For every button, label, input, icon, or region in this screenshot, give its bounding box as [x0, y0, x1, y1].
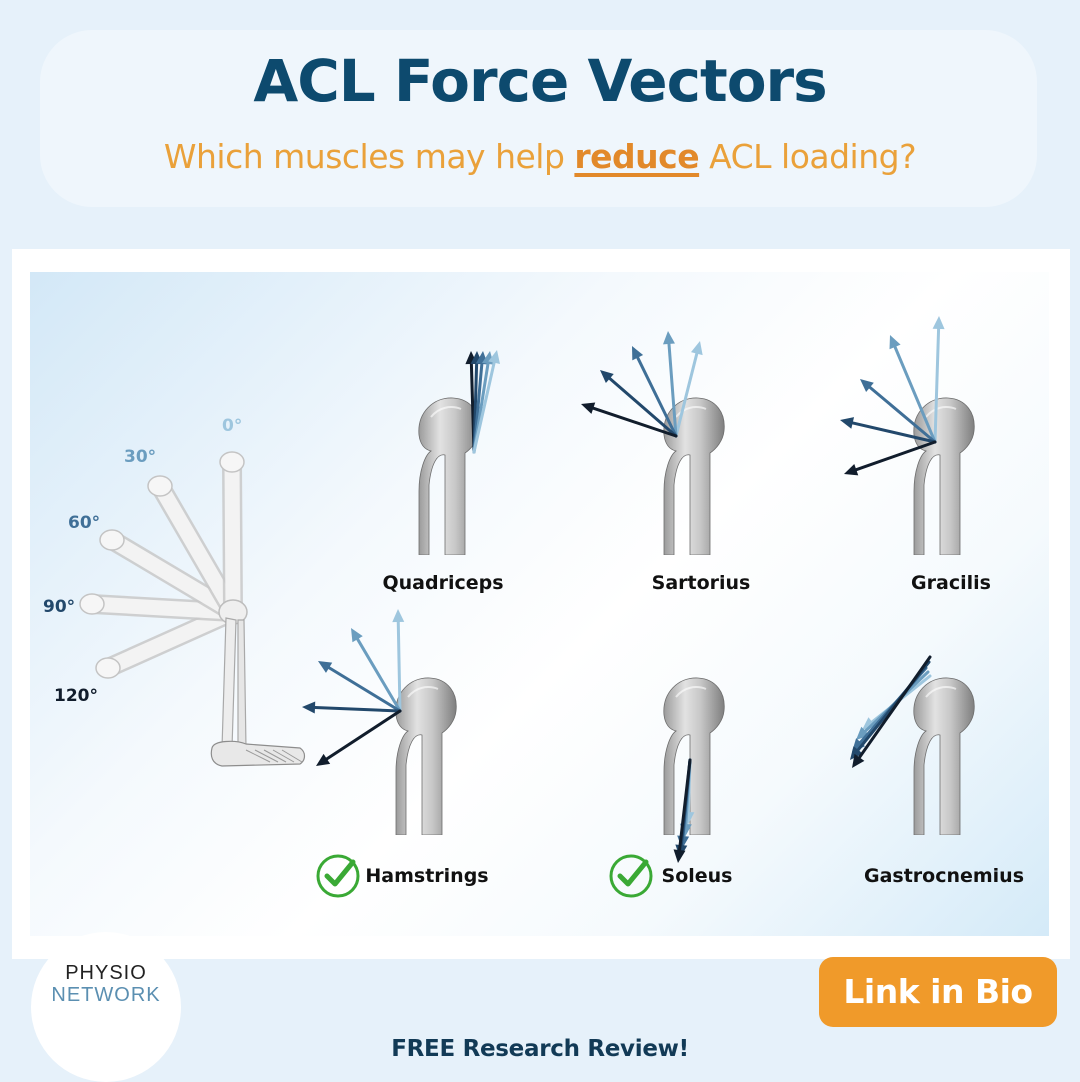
force-vector-arrow [581, 402, 678, 438]
femur-position-1 [147, 475, 243, 622]
force-vector-arrow [318, 661, 402, 713]
brand-logo: PHYSIO NETWORK [31, 932, 181, 1082]
angle-label-90: 90° [43, 597, 76, 617]
knee-bone-icon [662, 676, 726, 835]
leg-flexion-illustration [79, 451, 306, 767]
knee-bone-icon [912, 396, 976, 555]
muscle-vector-group [302, 609, 458, 835]
angle-label-30: 30° [124, 447, 157, 467]
force-vector-arrow [472, 350, 500, 454]
femur-position-2 [99, 529, 243, 622]
force-vector-arrow [600, 370, 678, 438]
muscle-label-soleus: Soleus [661, 865, 733, 887]
knee-bone-icon [912, 676, 976, 835]
subtitle-emphasis: reduce [574, 137, 700, 176]
muscle-label-sartorius: Sartorius [651, 572, 751, 594]
muscle-vector-group [850, 655, 976, 835]
force-vector-arrow [632, 346, 678, 438]
knee-bone-icon [394, 676, 458, 835]
foot-bones [210, 740, 306, 767]
angle-label-60: 60° [68, 513, 101, 533]
muscle-vector-group [840, 316, 976, 555]
force-vector-arrow [860, 379, 937, 444]
check-circle-icon [609, 854, 653, 898]
force-vector-arrow [840, 417, 937, 444]
header-card [40, 30, 1037, 207]
muscle-label-quadriceps: Quadriceps [382, 572, 504, 594]
force-vector-arrow [663, 331, 678, 438]
muscle-label-gracilis: Gracilis [911, 572, 991, 594]
force-vector-arrow [852, 655, 932, 768]
femur-position-4 [95, 602, 243, 679]
force-vector-arrow [316, 709, 402, 766]
force-vector-arrow [932, 316, 945, 444]
femur-position-0 [219, 451, 245, 622]
muscle-vector-group [662, 676, 726, 863]
force-vector-arrow [844, 440, 937, 476]
page-subtitle: Which muscles may help reduce ACL loadin… [0, 140, 1080, 173]
knee-bone-icon [662, 396, 726, 555]
force-vector-arrow [889, 335, 937, 444]
muscle-label-gastrocnemius: Gastrocnemius [863, 865, 1025, 887]
knee-bone-icon [417, 396, 481, 555]
force-vector-arrow [673, 758, 692, 863]
muscle-label-hamstrings: Hamstrings [365, 865, 489, 887]
logo-line-2: NETWORK [51, 984, 161, 1006]
subtitle-text-after: ACL loading? [699, 137, 917, 176]
angle-label-120: 120° [54, 686, 98, 706]
check-circle-icon [316, 854, 360, 898]
angle-label-0: 0° [222, 416, 243, 436]
force-vector-arrow [392, 609, 405, 713]
subtitle-text-before: Which muscles may help [163, 137, 575, 176]
force-vector-arrow [302, 701, 402, 714]
femur-position-3 [79, 593, 243, 622]
force-vector-arrow [674, 341, 703, 438]
force-vector-arrow [351, 628, 402, 713]
page-title: ACL Force Vectors [253, 47, 827, 115]
force-vector-groups [302, 316, 976, 863]
logo-line-1: PHYSIO [65, 962, 147, 984]
link-in-bio-button[interactable]: Link in Bio [819, 957, 1057, 1027]
footer-text: FREE Research Review! [391, 1036, 689, 1062]
muscle-vector-group [417, 350, 500, 555]
muscle-vector-group [581, 331, 726, 555]
